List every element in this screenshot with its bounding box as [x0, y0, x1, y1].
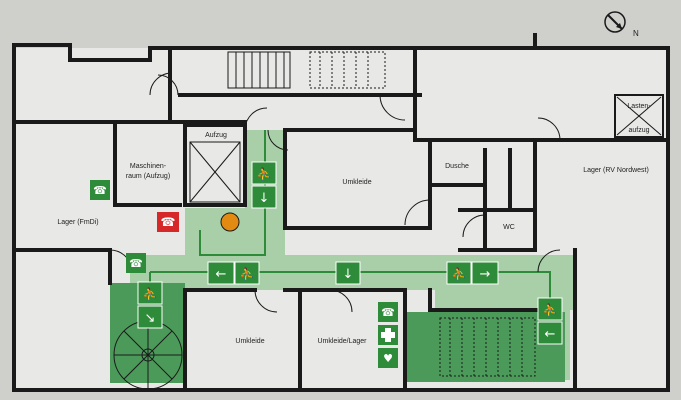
- defibrillator-icon: ♥: [378, 348, 398, 368]
- compass-icon: [604, 11, 626, 33]
- room-label-umkleide-bottom: Umkleide: [235, 338, 264, 345]
- running-man-exit-icon: ⛹: [251, 161, 277, 185]
- arrow-down-icon: ↓: [335, 261, 361, 285]
- room-label-wc: WC: [503, 224, 515, 231]
- running-man-exit-icon: ⛹: [537, 297, 563, 321]
- svg-text:⛹: ⛹: [240, 266, 255, 281]
- room-label-lager-fmdi: Lager (FmDi): [57, 219, 98, 226]
- svg-text:⛹: ⛹: [452, 266, 467, 281]
- room-label-lastenaufzug-1: Lasten-: [627, 103, 651, 110]
- running-man-exit-icon: ⛹: [234, 261, 260, 285]
- arrow-down-icon: ↓: [251, 185, 277, 209]
- room-label-dusche: Dusche: [445, 163, 469, 170]
- arrow-left-icon: ←: [207, 261, 235, 285]
- fire-alarm-icon: ☎: [157, 212, 179, 232]
- svg-text:↓: ↓: [343, 267, 354, 282]
- stairs-top: [227, 51, 386, 89]
- running-man-exit-icon: ⛹: [137, 281, 163, 305]
- arrow-diagonal-icon: ↘: [137, 305, 163, 329]
- assembly-point-marker: [220, 212, 240, 232]
- room-label-umkleide-lager: Umkleide/Lager: [317, 338, 367, 345]
- stairs-right: [439, 317, 536, 377]
- room-label-maschinenraum-1: Maschinen-: [130, 163, 167, 170]
- room-label-lastenaufzug-2: aufzug: [628, 127, 649, 134]
- svg-text:↘: ↘: [145, 311, 156, 326]
- emergency-phone-icon: ☎: [90, 180, 110, 200]
- svg-text:↓: ↓: [259, 191, 270, 206]
- walls: [12, 33, 670, 392]
- svg-text:⛹: ⛹: [543, 302, 558, 317]
- room-label-umkleide-top: Umkleide: [342, 179, 371, 186]
- arrow-right-icon: →: [471, 261, 499, 285]
- svg-text:☎: ☎: [161, 215, 176, 229]
- svg-text:☎: ☎: [93, 184, 107, 197]
- room-label-aufzug: Aufzug: [205, 132, 227, 139]
- compass-label: N: [633, 29, 639, 38]
- freight-elevator-shaft: [616, 96, 662, 136]
- spiral-stair-icon: [113, 320, 183, 390]
- svg-text:♥: ♥: [383, 352, 393, 365]
- svg-text:⛹: ⛹: [143, 286, 158, 301]
- room-label-lager-rv: Lager (RV Nordwest): [583, 167, 649, 174]
- svg-text:←: ←: [216, 267, 227, 282]
- svg-text:⛹: ⛹: [257, 166, 272, 181]
- emergency-phone-icon: ☎: [378, 302, 398, 322]
- svg-text:←: ←: [545, 327, 556, 342]
- arrow-left-icon: ←: [537, 321, 563, 345]
- first-aid-cross-icon: [378, 325, 398, 345]
- svg-text:☎: ☎: [381, 306, 395, 319]
- svg-text:→: →: [480, 267, 491, 282]
- elevator-shaft: [189, 141, 241, 203]
- emergency-phone-icon: ☎: [126, 253, 146, 273]
- svg-text:☎: ☎: [129, 257, 143, 270]
- running-man-exit-icon: ⛹: [446, 261, 472, 285]
- room-label-maschinenraum-2: raum (Aufzug): [126, 173, 170, 180]
